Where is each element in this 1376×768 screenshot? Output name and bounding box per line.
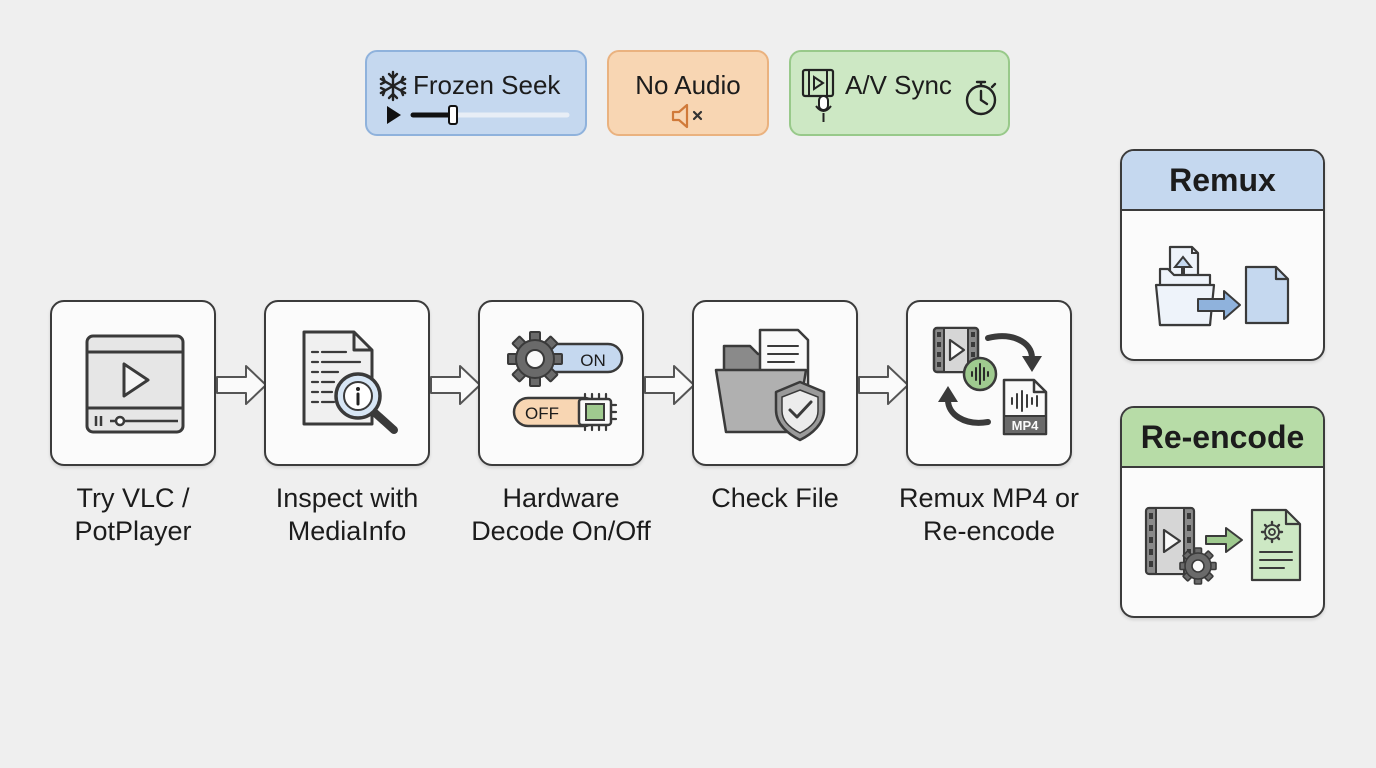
symptom-av-sync: A/V Sync — [789, 50, 1010, 136]
symptom-frozen-seek: Frozen Seek — [365, 50, 587, 136]
flow-arrow — [430, 365, 481, 405]
step-check-file — [692, 300, 858, 466]
film-mic-icon — [801, 68, 835, 122]
muted-speaker-icon — [671, 103, 703, 129]
outcome-reencode: Re-encode — [1120, 406, 1325, 618]
step-label: Remux MP4 or Re-encode — [898, 483, 1080, 546]
toggle-on-label: ON — [580, 351, 606, 370]
convert-mp4-icon: MP4 — [932, 326, 1048, 436]
symptom-label: A/V Sync — [845, 70, 952, 100]
step-hardware-decode: ON OFF — [478, 300, 644, 466]
toggle-off-label: OFF — [525, 404, 559, 423]
outcome-title: Remux — [1122, 151, 1323, 211]
snowflake-icon — [379, 70, 407, 102]
outcome-title: Re-encode — [1122, 408, 1323, 468]
step-label: Check File — [711, 483, 839, 513]
flow-arrow — [216, 365, 267, 405]
flow-arrow — [858, 365, 909, 405]
step-label: Hardware Decode On/Off — [471, 483, 651, 546]
step-try-player — [50, 300, 216, 466]
flow-arrow — [644, 365, 695, 405]
step-label: Inspect with MediaInfo — [275, 483, 419, 546]
stopwatch-icon — [965, 80, 997, 116]
document-magnifier-info-icon — [302, 330, 398, 434]
folder-to-file-icon — [1154, 245, 1290, 327]
seek-bar-icon — [387, 105, 570, 125]
film-gear-to-file-icon — [1144, 506, 1302, 585]
gear-chip-toggle-icon: ON OFF — [507, 331, 624, 432]
symptom-label: No Audio — [635, 70, 741, 100]
step-remux-or-reencode: MP4 — [906, 300, 1072, 466]
symptom-no-audio: No Audio — [607, 50, 769, 136]
step-label: Try VLC / PotPlayer — [74, 483, 192, 546]
symptom-label: Frozen Seek — [413, 70, 561, 100]
video-player-icon — [85, 334, 185, 434]
mp4-tag: MP4 — [1012, 418, 1040, 433]
step-inspect-mediainfo — [264, 300, 430, 466]
folder-shield-icon — [714, 328, 826, 442]
outcome-remux: Remux — [1120, 149, 1325, 361]
